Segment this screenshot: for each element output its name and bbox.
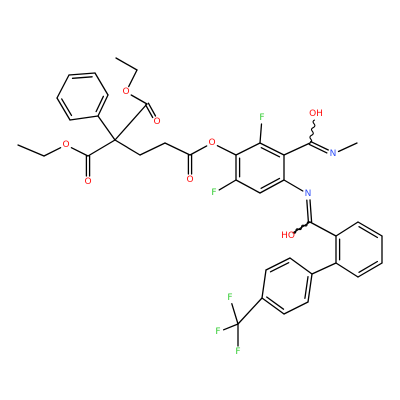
double-bond-42-a — [306, 199, 310, 223]
single-bond-5 — [87, 139, 116, 157]
single-bond-2 — [130, 94, 148, 105]
atom-label-carbonyl-o-left: O — [84, 177, 91, 187]
double-bond-44-inner — [71, 76, 93, 79]
single-bond-25 — [231, 303, 239, 325]
atom-label-hydroxyl-lower: HO — [281, 231, 295, 241]
atom-label-fluorine-lower: F — [211, 188, 216, 198]
single-bond-8 — [17, 144, 45, 157]
atom-label-carbonyl-o-top: O — [153, 117, 160, 127]
double-bond-49-outer — [357, 221, 383, 237]
atom-label-ester-o-left: O — [62, 140, 69, 150]
single-bond-14 — [259, 123, 263, 144]
single-bond-10 — [139, 142, 166, 156]
double-bond-44-outer — [68, 72, 96, 76]
atom-label-cf3-f-1: F — [235, 347, 240, 357]
atom-label-ester-o-top: O — [122, 87, 129, 97]
atom-label-ester-o-aryl: O — [208, 138, 215, 148]
double-bond-50-inner — [358, 260, 379, 273]
atom-label-imine-n-upper: N — [330, 149, 337, 159]
double-bond-46-outer — [259, 142, 285, 156]
single-bond-7 — [43, 147, 62, 157]
double-bond-45-outer — [97, 94, 109, 117]
double-bond-53-outer — [261, 297, 285, 315]
double-bond-47-inner — [260, 177, 281, 189]
double-bond-38-a — [144, 104, 154, 119]
single-bond-20 — [309, 221, 337, 237]
atom-label-hydroxyl-upper: OH — [309, 109, 323, 119]
single-bond-27 — [56, 74, 70, 99]
single-bond-18 — [283, 179, 304, 192]
single-bond-24 — [222, 323, 239, 331]
single-bond-6 — [70, 147, 89, 157]
double-bond-41-b — [310, 140, 329, 151]
double-bond-53-inner — [266, 296, 285, 310]
double-bond-49-inner — [358, 226, 379, 239]
double-bond-54-outer — [307, 273, 313, 303]
single-bond-16 — [283, 142, 311, 156]
single-bond-37 — [283, 301, 309, 315]
double-bond-43-outer — [56, 97, 71, 121]
single-bond-29 — [235, 142, 261, 156]
single-bond-13 — [216, 145, 237, 156]
single-bond-35 — [289, 257, 313, 275]
single-bond-22 — [237, 297, 263, 325]
double-bond-46-inner — [260, 147, 281, 158]
atom-label-carbonyl-o-chain: O — [186, 175, 193, 185]
single-bond-9 — [114, 139, 141, 156]
double-bond-52-outer — [265, 257, 291, 271]
double-bond-54-inner — [304, 276, 309, 299]
atom-label-cf3-f-3: F — [227, 293, 232, 303]
double-bond-41-a — [308, 143, 328, 154]
bond-layer — [17, 57, 383, 347]
wavy-bond-56 — [292, 221, 311, 234]
single-bond-36 — [261, 269, 267, 299]
single-bond-15 — [218, 179, 237, 191]
double-bond-45-inner — [95, 95, 105, 113]
atom-label-imine-n-lower: N — [305, 189, 312, 199]
single-bond-17 — [337, 142, 358, 153]
single-bond-1 — [128, 69, 138, 88]
single-bond-34 — [335, 262, 359, 278]
atom-label-fluorine-upper: F — [259, 113, 264, 123]
single-bond-26 — [69, 115, 99, 121]
single-bond-11 — [164, 142, 191, 156]
single-bond-4 — [97, 115, 116, 141]
double-bond-52-inner — [269, 262, 290, 273]
single-bond-31 — [235, 179, 261, 194]
wavy-bond-55 — [309, 119, 316, 144]
double-bond-42-b — [309, 199, 313, 223]
double-bond-38-b — [147, 102, 157, 117]
single-bond-28 — [94, 72, 109, 96]
single-bond-0 — [115, 57, 138, 71]
single-bond-21 — [311, 262, 337, 275]
single-bond-32 — [335, 221, 359, 237]
atom-label-layer: O O O O O O F F OH N N HO F F F — [62, 87, 336, 357]
atom-label-cf3-f-2: F — [215, 327, 220, 337]
single-bond-12 — [189, 145, 208, 156]
double-bond-47-outer — [259, 179, 285, 194]
double-bond-50-outer — [357, 262, 383, 278]
single-bond-3 — [114, 103, 148, 141]
double-bond-43-inner — [61, 98, 73, 117]
